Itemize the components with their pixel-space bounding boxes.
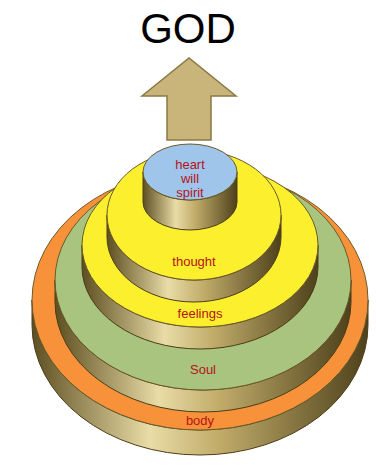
- tier-label: heart will spirit: [169, 158, 211, 200]
- tier-label: Soul: [158, 363, 248, 377]
- diagram-title: GOD: [0, 6, 376, 52]
- tier-top: [107, 150, 281, 280]
- tier-label-box: thought: [154, 255, 234, 269]
- tier-label-box: feelings: [155, 307, 245, 321]
- up-arrow: [142, 58, 236, 140]
- tier-label: feelings: [155, 307, 245, 321]
- tier-label: body: [155, 414, 245, 428]
- tier-label-box: body: [155, 414, 245, 428]
- tier-label-box: Soul: [158, 363, 248, 377]
- tier-top: [32, 170, 368, 430]
- tier-label: thought: [154, 255, 234, 269]
- tier-top: [143, 144, 237, 200]
- tier-label-box: heart will spirit: [169, 158, 211, 200]
